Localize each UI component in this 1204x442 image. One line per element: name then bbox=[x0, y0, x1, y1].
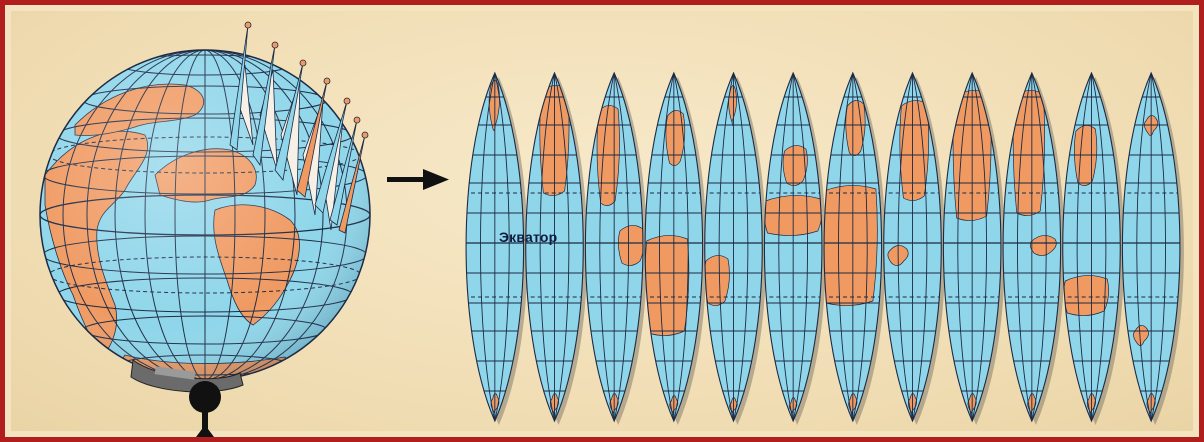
meridian-line bbox=[659, 73, 675, 421]
gore-land bbox=[1029, 235, 1057, 256]
illustration-canvas bbox=[39, 21, 1184, 437]
gore-land bbox=[824, 185, 878, 306]
meridian-line bbox=[599, 73, 615, 421]
gore-land bbox=[596, 105, 620, 206]
meridian-line bbox=[897, 73, 913, 421]
gore-outline bbox=[942, 71, 1002, 423]
meridian-line bbox=[1136, 73, 1152, 421]
meridian-line bbox=[1031, 73, 1047, 421]
meridian-line bbox=[718, 73, 734, 421]
meridian-line bbox=[912, 73, 928, 421]
globe bbox=[39, 49, 371, 381]
gore-outline bbox=[1121, 71, 1181, 423]
gore-strip bbox=[1002, 71, 1065, 425]
gore-land bbox=[899, 100, 930, 201]
globe-peeling-strips bbox=[229, 21, 369, 234]
gore-strip bbox=[1121, 71, 1184, 425]
gore-land bbox=[1073, 125, 1098, 186]
gore-strip bbox=[823, 71, 886, 425]
gore-outline bbox=[1002, 71, 1062, 423]
globe-stand bbox=[130, 359, 244, 437]
gore-strip bbox=[584, 71, 647, 425]
meridian-line bbox=[852, 73, 868, 421]
gore-land bbox=[1063, 275, 1110, 316]
gore-strip bbox=[942, 71, 1005, 425]
meridian-line bbox=[1017, 73, 1033, 421]
gore-outline bbox=[1062, 71, 1121, 423]
gore-outline bbox=[704, 71, 763, 423]
gore-outline bbox=[883, 71, 942, 423]
gore-strip bbox=[644, 71, 707, 425]
meridian-line bbox=[957, 73, 973, 421]
meridian-line bbox=[1076, 73, 1092, 421]
gore-land bbox=[782, 145, 808, 186]
arrow-right-icon bbox=[387, 169, 449, 190]
meridian-line bbox=[1150, 73, 1166, 421]
meridian-line bbox=[673, 73, 689, 421]
meridian-line bbox=[494, 73, 510, 421]
gore-land bbox=[1133, 325, 1149, 346]
meridian-line bbox=[480, 73, 496, 421]
meridian-line bbox=[792, 73, 808, 421]
gore-land bbox=[704, 255, 730, 306]
equator-label: Экватор bbox=[499, 229, 558, 245]
gore-land bbox=[645, 235, 690, 336]
meridian-line bbox=[539, 73, 555, 421]
gore-strip-set bbox=[465, 71, 1184, 425]
meridian-line bbox=[1091, 73, 1107, 421]
gore-outline bbox=[823, 71, 883, 423]
gore-outline bbox=[465, 71, 525, 423]
gore-strip bbox=[883, 71, 946, 425]
gore-outline bbox=[525, 71, 584, 423]
gore-strip bbox=[465, 71, 528, 425]
meridian-line bbox=[613, 73, 629, 421]
gore-strip bbox=[525, 71, 588, 425]
gore-outline bbox=[644, 71, 704, 423]
gore-strip bbox=[1062, 71, 1125, 425]
meridian-line bbox=[778, 73, 794, 421]
meridian-line bbox=[971, 73, 987, 421]
gore-outline bbox=[584, 71, 644, 423]
gore-strip bbox=[704, 71, 767, 425]
meridian-line bbox=[554, 73, 570, 421]
gore-land bbox=[617, 225, 643, 266]
gore-land bbox=[1012, 90, 1046, 216]
gore-outline bbox=[763, 71, 823, 423]
gore-strip bbox=[763, 71, 826, 425]
meridian-line bbox=[733, 73, 749, 421]
meridian-line bbox=[838, 73, 854, 421]
gore-land bbox=[665, 110, 686, 166]
